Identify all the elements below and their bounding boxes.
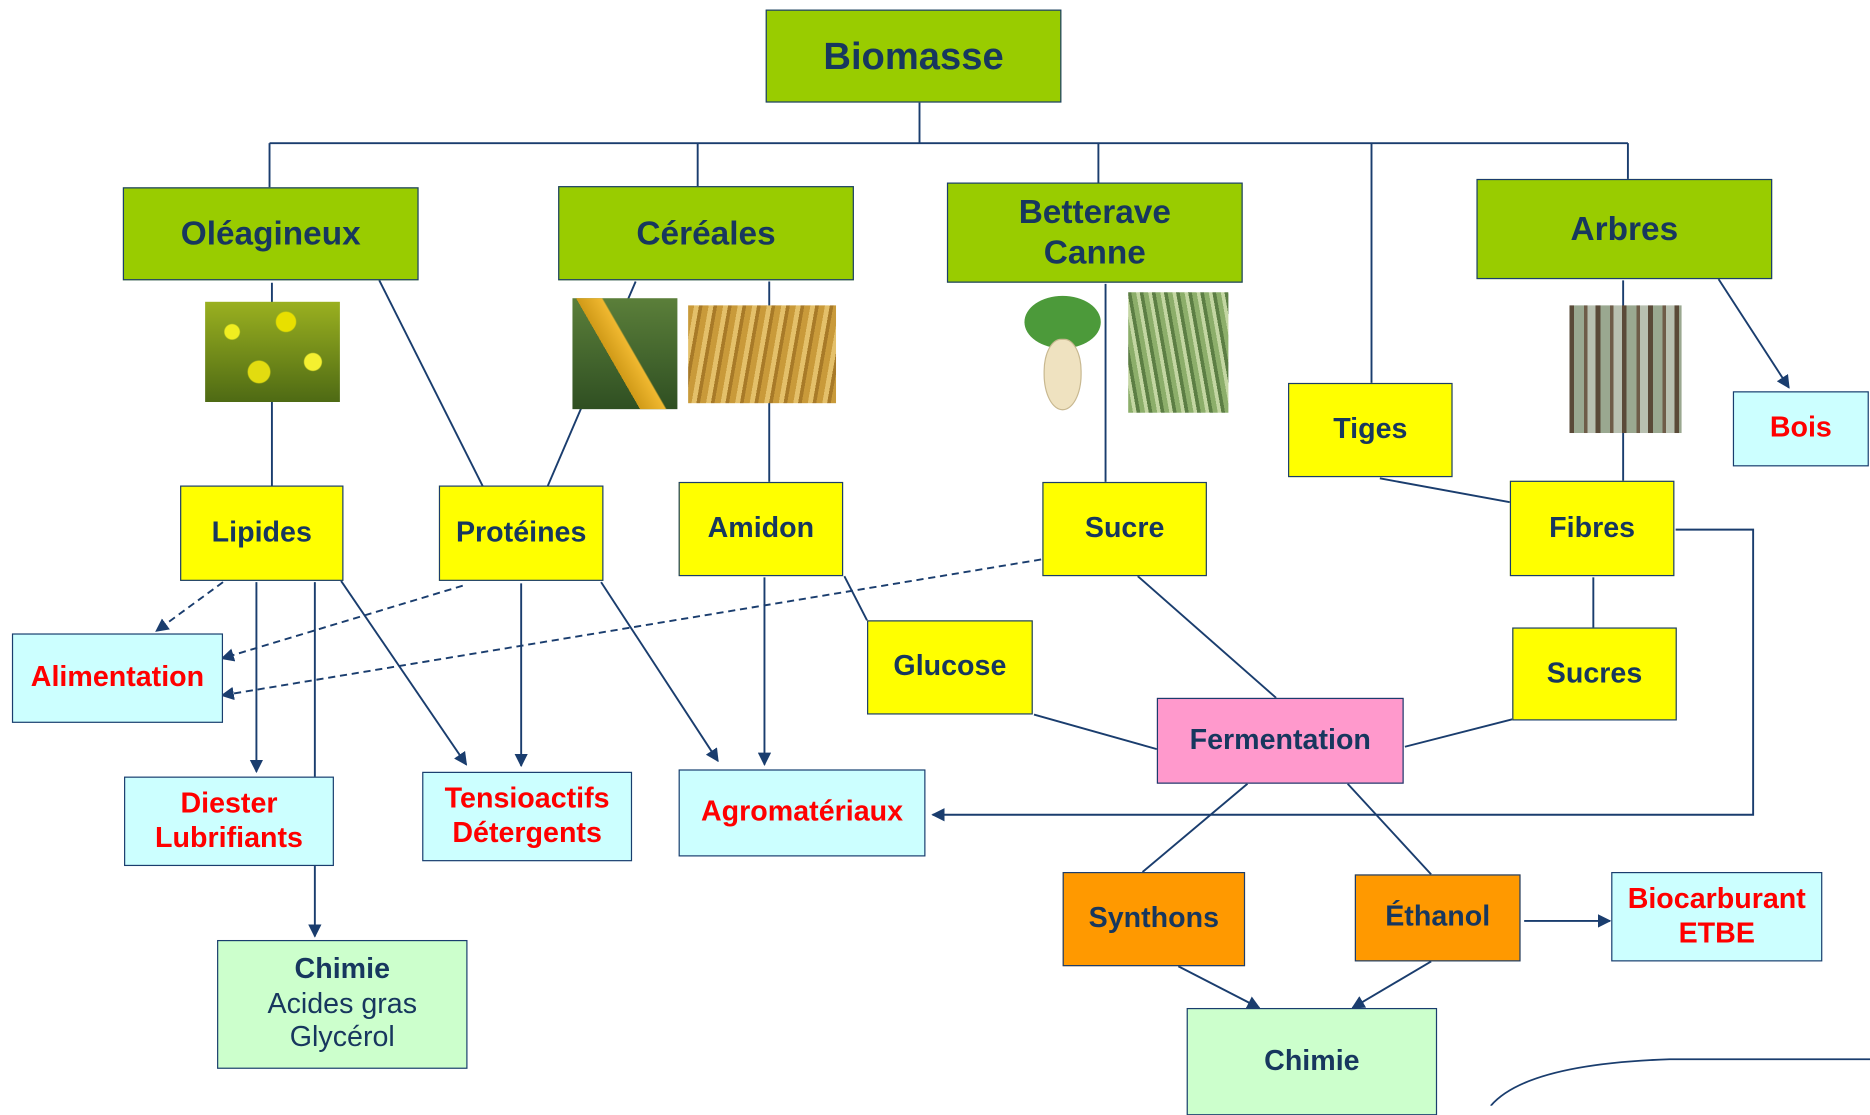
biomasse-box: Biomasse bbox=[765, 9, 1062, 103]
agromateriaux-box: Agromatériaux bbox=[678, 769, 926, 857]
wheat-photo bbox=[688, 305, 837, 404]
amidon-box: Amidon bbox=[678, 481, 844, 577]
chimie-right-label: Chimie bbox=[1264, 1044, 1360, 1077]
synthons-box: Synthons bbox=[1062, 871, 1246, 967]
glycerol-label: Glycérol bbox=[289, 1021, 395, 1054]
biocarburant-label: Biocarburant bbox=[1627, 882, 1806, 915]
lubrifiants-label: Lubrifiants bbox=[155, 821, 303, 854]
sucres-box: Sucres bbox=[1512, 627, 1677, 721]
fermentation-label: Fermentation bbox=[1189, 723, 1371, 756]
diester-label: Diester bbox=[180, 786, 278, 820]
bois-box: Bois bbox=[1732, 391, 1869, 467]
sugar-cane-photo bbox=[1128, 292, 1229, 413]
acides-gras-label: Acides gras bbox=[267, 987, 418, 1020]
decorative-curve bbox=[1490, 1058, 1870, 1106]
tiges-label: Tiges bbox=[1333, 412, 1408, 446]
forest-photo bbox=[1569, 305, 1682, 434]
proteines-label: Protéines bbox=[455, 516, 587, 549]
etbe-label: ETBE bbox=[1678, 916, 1755, 949]
chimie-left-label: Chimie bbox=[294, 952, 390, 986]
ethanol-label: Éthanol bbox=[1385, 900, 1491, 933]
ethanol-box: Éthanol bbox=[1354, 874, 1521, 962]
amidon-label: Amidon bbox=[707, 511, 815, 545]
arbres-box: Arbres bbox=[1476, 178, 1773, 280]
lipides-box: Lipides bbox=[180, 485, 344, 581]
glucose-label: Glucose bbox=[893, 650, 1007, 683]
tiges-box: Tiges bbox=[1288, 382, 1453, 478]
fibres-box: Fibres bbox=[1509, 480, 1675, 577]
betterave-label: Betterave bbox=[1018, 193, 1171, 231]
oleagineux-label: Oléagineux bbox=[180, 214, 361, 252]
agromateriaux-label: Agromatériaux bbox=[701, 795, 904, 828]
synthons-label: Synthons bbox=[1088, 901, 1220, 935]
sucres-label: Sucres bbox=[1546, 656, 1643, 690]
sucre-box: Sucre bbox=[1042, 481, 1207, 577]
arbres-label: Arbres bbox=[1570, 210, 1679, 248]
canne-label: Canne bbox=[1043, 233, 1146, 271]
oleagineux-box: Oléagineux bbox=[122, 187, 419, 281]
cereales-label: Céréales bbox=[636, 214, 776, 252]
biomasse-label: Biomasse bbox=[823, 34, 1004, 78]
alimentation-label: Alimentation bbox=[30, 660, 205, 694]
fermentation-box: Fermentation bbox=[1156, 697, 1404, 784]
sugar-beet-photo bbox=[1017, 293, 1108, 417]
alimentation-box: Alimentation bbox=[11, 633, 224, 723]
chimie-right-box: Chimie bbox=[1186, 1007, 1438, 1115]
tensioactifs-label: Tensioactifs bbox=[444, 782, 610, 815]
bois-label: Bois bbox=[1769, 411, 1832, 444]
detergents-label: Détergents bbox=[452, 816, 602, 849]
corn-cob-photo bbox=[572, 298, 678, 410]
sucre-label: Sucre bbox=[1084, 511, 1165, 545]
cereales-box: Céréales bbox=[558, 186, 854, 281]
fibres-label: Fibres bbox=[1549, 511, 1636, 544]
rapeseed-flower-photo bbox=[205, 301, 340, 403]
proteines-box: Protéines bbox=[438, 485, 604, 581]
lipides-label: Lipides bbox=[211, 516, 312, 549]
glucose-box: Glucose bbox=[867, 620, 1033, 715]
